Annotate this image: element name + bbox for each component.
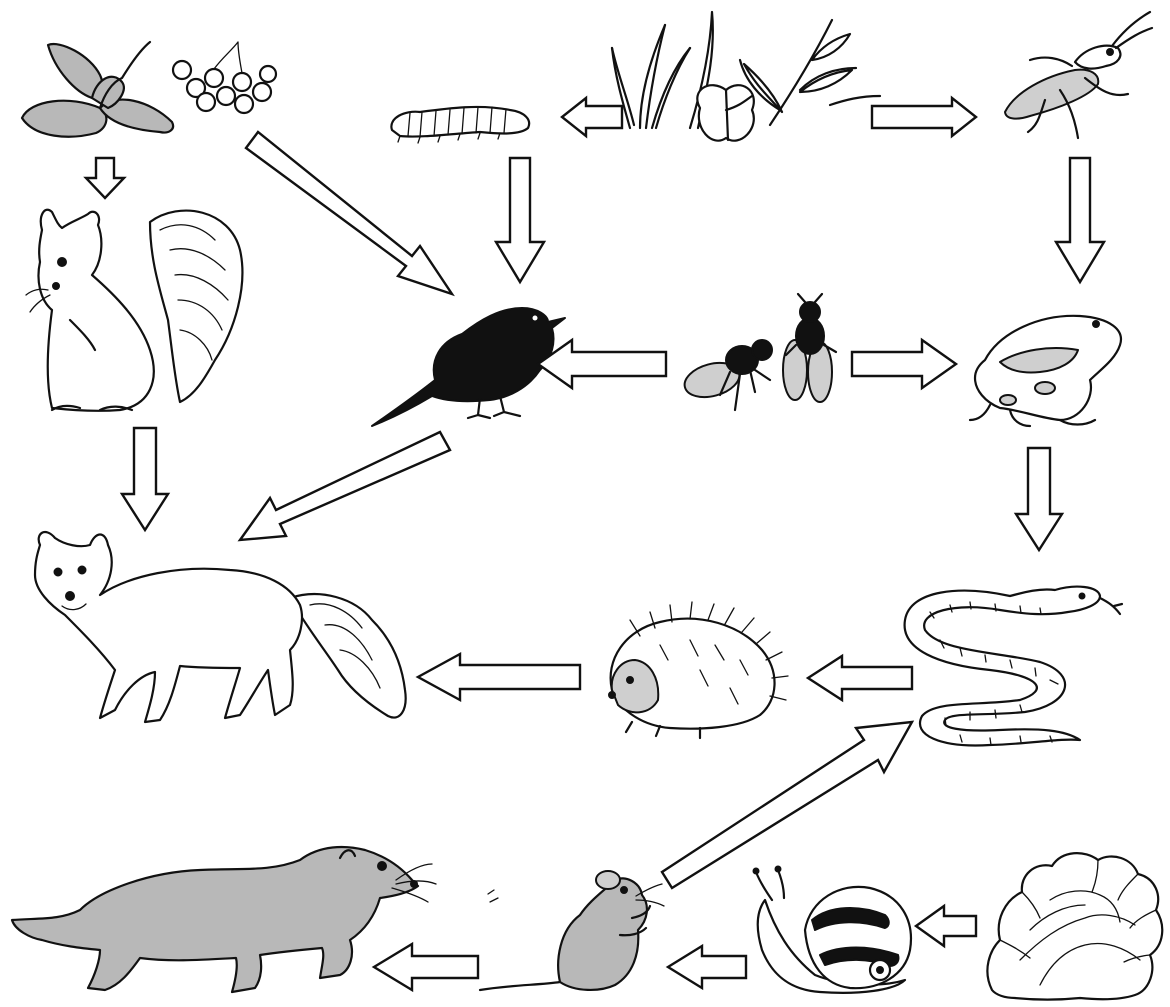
arrow-blackbird-to-fox xyxy=(240,432,450,540)
arrow-seeds-to-blackbird xyxy=(246,132,452,294)
squirrel-icon xyxy=(26,210,242,411)
flies-icon xyxy=(681,294,836,410)
arrow-lettuce-to-snail xyxy=(916,906,976,946)
grass-and-leaves-icon xyxy=(612,12,880,141)
maple-seeds-and-berries-icon xyxy=(22,42,276,137)
caterpillar-icon xyxy=(391,107,529,143)
snake-icon xyxy=(905,587,1122,746)
arrow-flies-to-frog xyxy=(852,340,956,388)
arrow-squirrel-to-fox xyxy=(122,428,168,530)
grasshopper-icon xyxy=(1005,12,1152,138)
snail-icon xyxy=(754,867,911,993)
frog-icon xyxy=(970,316,1121,426)
arrow-snake-to-hedgehog xyxy=(808,656,912,700)
blackbird-icon xyxy=(372,308,565,426)
fox-icon xyxy=(35,532,406,722)
mouse-icon xyxy=(480,871,664,990)
arrow-snail-to-mouse xyxy=(668,946,746,988)
arrow-grasshopper-to-frog xyxy=(1056,158,1104,282)
arrow-grass-to-grasshopper xyxy=(872,98,976,136)
arrow-hedgehog-to-fox xyxy=(418,654,580,700)
arrow-grass-to-caterpillar xyxy=(562,98,622,136)
arrow-frog-to-snake xyxy=(1016,448,1062,550)
arrow-mouse-to-weasel xyxy=(374,944,478,990)
arrow-seeds-to-squirrel xyxy=(86,158,124,198)
weasel-icon xyxy=(12,847,436,992)
arrow-mouse-to-snake xyxy=(662,722,912,888)
lettuce-icon xyxy=(987,853,1162,999)
arrow-flies-to-blackbird xyxy=(538,340,666,388)
hedgehog-icon xyxy=(609,602,788,738)
arrow-caterpillar-to-blackbird xyxy=(496,158,544,282)
food-web-arrows xyxy=(86,98,1104,990)
